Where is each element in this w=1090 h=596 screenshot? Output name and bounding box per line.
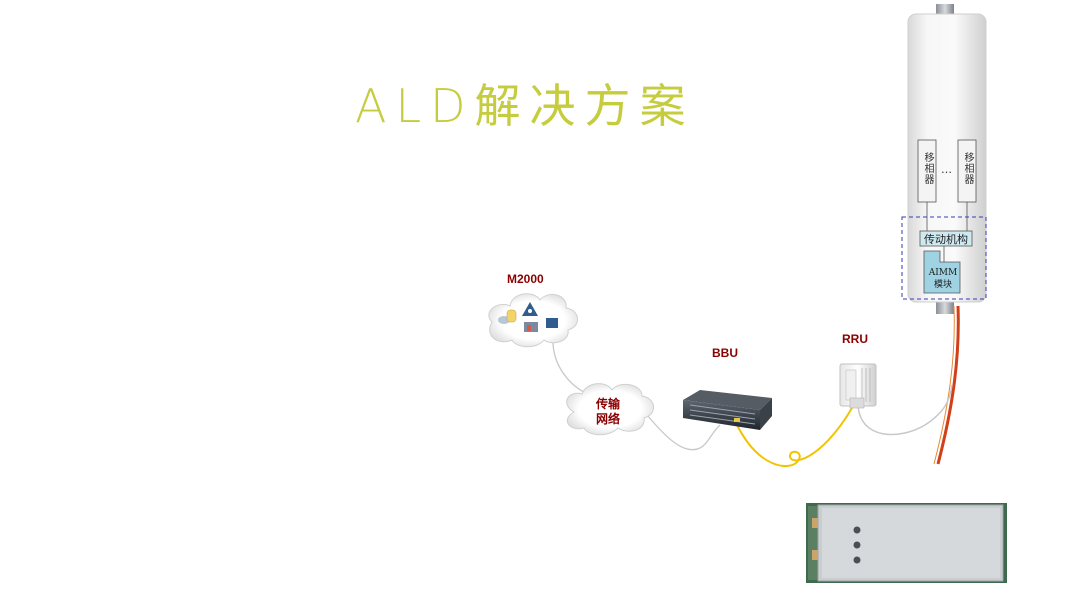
antenna — [901, 4, 987, 314]
page-title: ALD解决方案 — [355, 79, 695, 133]
rru-label: RRU — [842, 332, 868, 346]
transport-bbu-cable — [647, 415, 721, 451]
transmission-mechanism-label: 传动机构 — [924, 233, 968, 246]
aimm-module-label-line1: AIMM — [928, 268, 958, 278]
bbu-label: BBU — [712, 346, 738, 360]
m2000-label: M2000 — [507, 272, 544, 286]
rru-antenna-cable — [857, 384, 953, 436]
actuator-dashed-box — [901, 216, 987, 300]
monitor-icon — [546, 318, 558, 328]
bbu-device — [683, 390, 772, 430]
phase-shifter-right-label: 移相器 — [962, 152, 973, 185]
rf-cable — [936, 305, 960, 465]
aimm-module-box — [923, 250, 961, 294]
aimm-module-label-line2: 模块 — [933, 280, 952, 290]
aimm-module-label: AIMM 模块 — [926, 267, 960, 291]
rru-device — [839, 363, 877, 409]
antenna-radome — [907, 13, 987, 303]
m2000-cloud — [488, 293, 578, 348]
transport-network-label: 传输 网络 — [588, 397, 628, 427]
transport-network-label-line1: 传输 — [595, 397, 620, 411]
transport-network-label-line2: 网络 — [595, 412, 620, 426]
phase-shifter-left-label: 移相器 — [922, 152, 933, 185]
transport-cloud — [566, 383, 654, 436]
transmission-mechanism-box — [919, 230, 973, 247]
fiber-cable — [736, 407, 853, 468]
aimm-hardware-photo — [806, 503, 1007, 583]
phase-shifter-ellipsis: … — [941, 163, 952, 176]
